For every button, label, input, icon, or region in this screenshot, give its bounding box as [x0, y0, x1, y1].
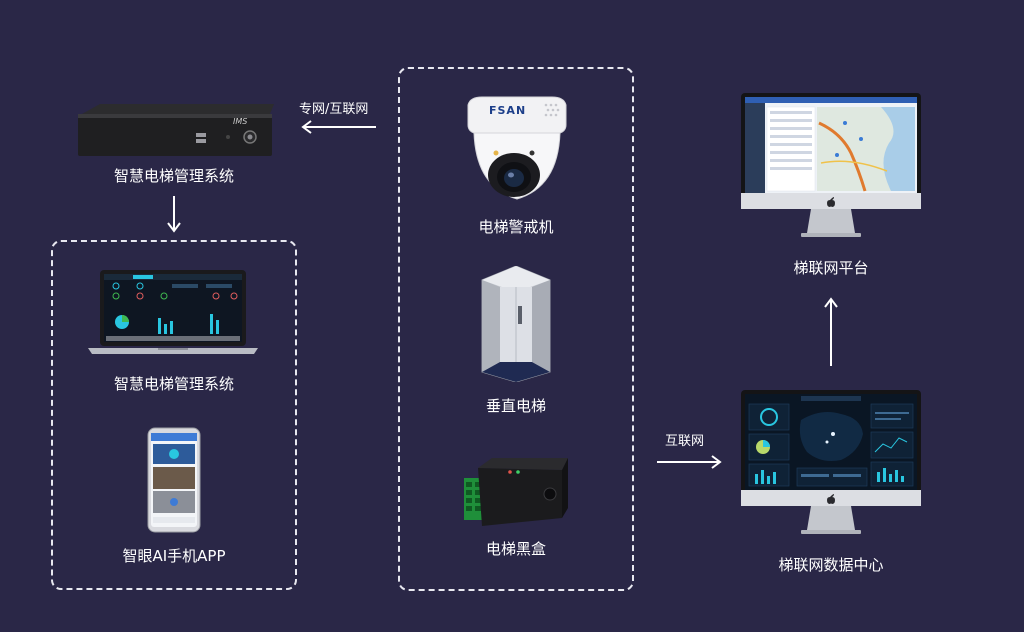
apple-logo-icon [826, 493, 836, 505]
platform-label: 梯联网平台 [793, 259, 869, 277]
arrow-right-icon [657, 454, 723, 470]
camera-label: 电梯警戒机 [478, 218, 554, 236]
camera-brand-logo: FSAN [489, 104, 527, 117]
device-group-box [398, 67, 634, 591]
dome-camera-device [462, 95, 572, 205]
internet-label: 互联网 [665, 434, 705, 449]
apple-logo-icon [826, 196, 836, 208]
datacenter-monitor-device [741, 390, 923, 536]
laptop-device [88, 270, 258, 358]
arrow-up-icon [823, 296, 839, 366]
elevator-device [478, 266, 554, 382]
ims-logo: IMS [233, 117, 248, 126]
datacenter-label: 梯联网数据中心 [778, 556, 884, 574]
elevator-label: 垂直电梯 [485, 397, 547, 415]
ims-server-device [76, 104, 276, 158]
arrow-down-icon [166, 196, 182, 234]
platform-monitor-device [741, 93, 923, 239]
blackbox-device [462, 456, 572, 528]
phone-app-label: 智眼AI手机APP [122, 547, 226, 565]
client-group-box [51, 240, 297, 590]
blackbox-label: 电梯黑盒 [485, 540, 547, 558]
ims-server-label: 智慧电梯管理系统 [113, 167, 235, 185]
arrow-left-icon [300, 119, 376, 135]
laptop-label: 智慧电梯管理系统 [113, 375, 235, 393]
phone-device [147, 427, 201, 533]
private-net-label: 专网/互联网 [299, 102, 369, 117]
